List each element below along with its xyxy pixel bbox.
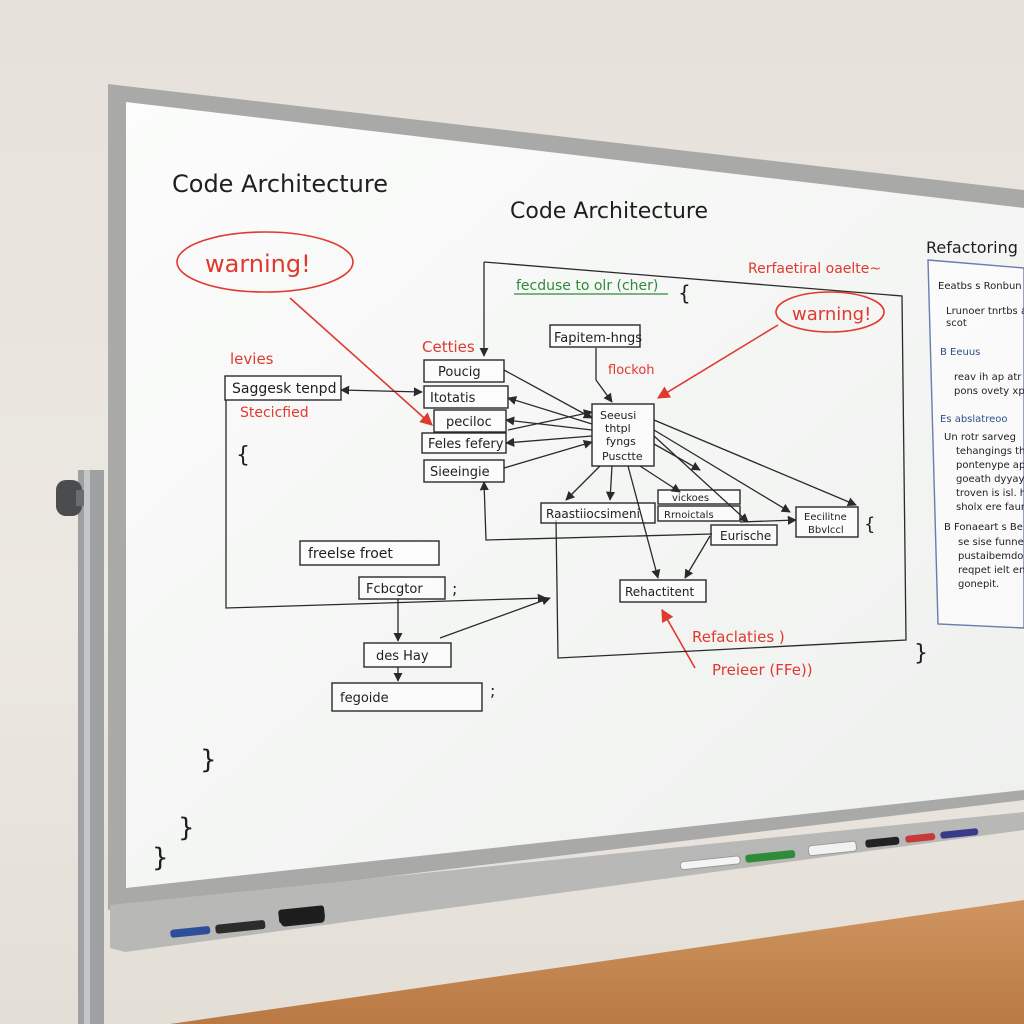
warning-left: warning! [205,250,311,278]
hub-line-3: fyngs [606,435,636,448]
title-center: Code Architecture [510,199,708,224]
svg-text:{: { [236,443,250,468]
box-poucig-text: Poucig [438,365,481,380]
box-center-hub [591,403,655,467]
panel-item-1: B Eeuus [940,347,980,358]
warning-right-bubble [775,291,885,333]
panel-line-4: reav ih ap atr b [954,372,1024,383]
svg-text:{: { [678,281,691,305]
box-rehaclitent-text: Rehactitent [625,585,694,599]
box-suggest-text: Saggesk tenpd [232,381,336,397]
panel-line-6: Un rotr sarveg [944,432,1016,443]
panel-line-9: goeath dyyay i [956,474,1024,485]
panel-line-2: Lrunoer tnrtbs ase [946,306,1024,317]
box-fcbcgtor-text: Fcbcgtor [366,582,423,597]
box-remocicals-text: Rrnoictals [664,510,714,521]
refactor-label: Rerfaetiral oaelte~ [748,261,881,277]
panel-line-13: pustaibemdonr [958,551,1024,562]
box-regoide [331,682,483,712]
svg-text:}: } [178,813,195,843]
box-focus-text: Fapitem-hngs [554,331,642,346]
panel-line-7: tehangings th [956,446,1024,457]
box-freelse-text: freelse froet [308,546,393,562]
stand-pole [78,470,104,1024]
svg-text:}: } [152,843,169,873]
box-raastioc [540,502,656,524]
steadied-label: Stecicfied [240,405,309,421]
box-feles-text: Feles fefery [428,437,504,452]
warning-left-bubble [176,231,354,293]
box-vickoes [657,489,741,505]
preeier-label: Preieer (FFe)) [712,661,813,679]
panel-line-1: Eeatbs s Ronbun [/ [938,281,1024,292]
levies-label: levies [230,350,274,368]
svg-text:}: } [914,641,928,666]
svg-text:{: { [864,514,875,535]
outer-frame-line [483,261,907,659]
warning-right: warning! [792,304,871,325]
red-arrow-left [289,297,433,426]
red-arrow-bottom [661,608,696,669]
panel-line-12: se sise funne [958,537,1024,548]
refaclaties-label: Refaclaties ) [692,628,785,646]
panel-line-11: sholx ere fauro [956,502,1024,513]
box-rehaclitent [619,579,707,603]
panel-line-3: scot [946,318,967,329]
panel-line-15: gonepit. [958,579,999,590]
panel-title: Refactoring [926,238,1018,257]
cetties-label: Cetties [422,338,475,356]
panel-line-8: pontenype ape [956,460,1024,471]
box-vickoes-text: vickoes [672,493,709,504]
box-fcbcgtor [358,576,446,600]
red-arrow-right [656,324,779,399]
hub-line-4: Pusctte [602,450,643,463]
box-poucig [423,359,505,383]
box-des-hay [363,642,452,668]
box-regoide-text: fegoide [340,691,389,706]
box-des-hay-text: des Hay [376,649,429,664]
panel-item-2: Es abslatreoo [940,414,1008,425]
box-eecilite-text-1: Eecilitne [804,512,847,523]
panel-line-5: pons ovety xp [954,386,1024,397]
green-header: fecduse to olr (cher) [516,278,658,294]
panel-item-3: B Fonaeart s Be [944,522,1023,533]
stand-knob-icon[interactable] [56,480,84,516]
title-left: Code Architecture [172,170,388,198]
svg-text:}: } [200,745,217,775]
svg-text:;: ; [490,681,495,700]
box-eecilite [795,506,859,538]
box-siecingie-text: Sieeingie [430,465,490,480]
box-raastioc-text: Raastiiocsimeni [546,507,640,521]
svg-text:;: ; [452,579,457,598]
panel-line-14: reqpet ielt enronr [958,565,1024,576]
box-ttotatis-text: Itotatis [430,391,476,406]
hub-line-1: Seeusi [600,409,636,422]
panel-line-10: troven is isl. hy [956,488,1024,499]
box-freelse [299,540,440,566]
box-euriche-text: Eurische [720,529,771,543]
eraser-icon[interactable] [278,905,325,924]
desk [170,900,1024,1024]
box-peciloc-text: peciloc [446,415,492,430]
hub-line-2: thtpl [605,422,631,435]
marker-tray [110,812,1024,952]
box-focus [549,324,641,348]
box-siecingie [423,459,505,483]
box-eecilite-text-2: Bbvlccl [808,525,844,536]
box-euriche [710,524,778,546]
refactoring-panel [927,259,1024,629]
box-suggest [224,375,342,401]
flocksh-label: flockoh [608,363,655,378]
